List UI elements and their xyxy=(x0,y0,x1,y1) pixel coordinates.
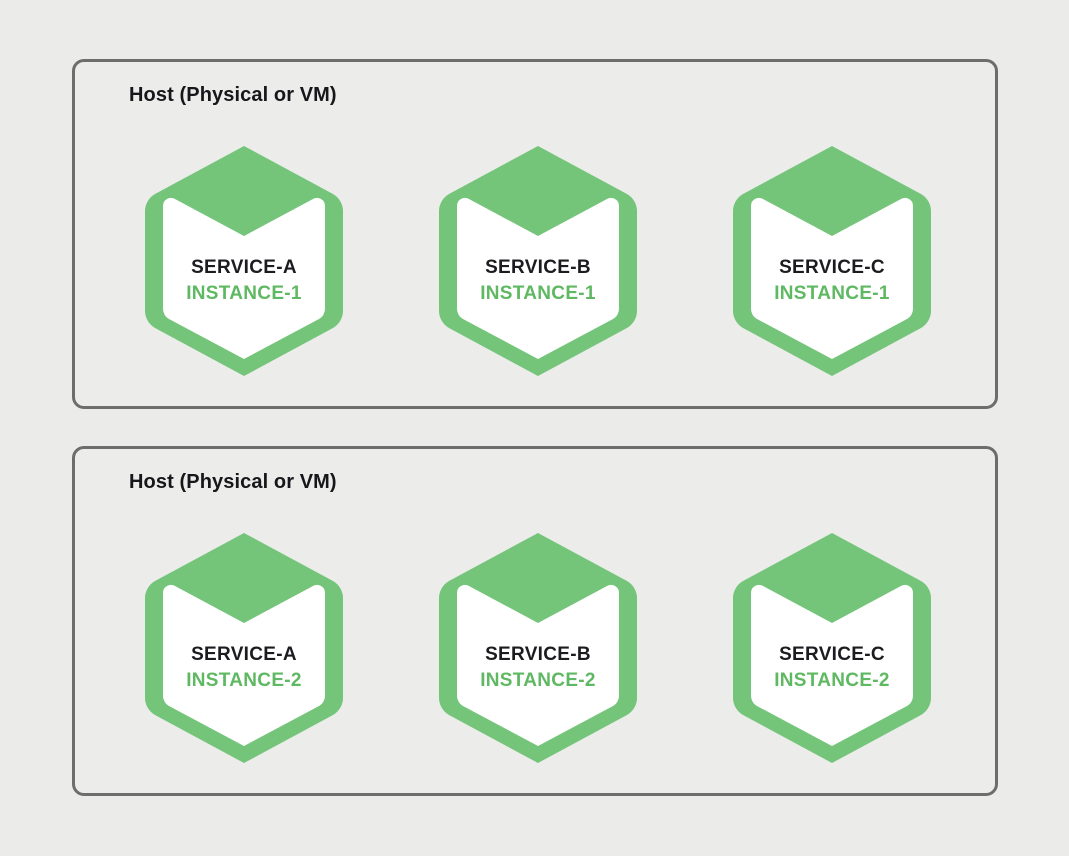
hexagon-box-icon xyxy=(438,533,638,763)
service-node[interactable]: SERVICE-C INSTANCE-2 xyxy=(721,527,943,769)
host-container-1: Host (Physical or VM) SERVICE-A INSTANCE… xyxy=(72,59,998,409)
service-node[interactable]: SERVICE-A INSTANCE-1 xyxy=(133,140,355,382)
hexagon-box-icon xyxy=(144,533,344,763)
hexagon-box-icon xyxy=(438,146,638,376)
host-title-2: Host (Physical or VM) xyxy=(129,471,337,493)
host-title-1: Host (Physical or VM) xyxy=(129,84,337,106)
service-node[interactable]: SERVICE-B INSTANCE-1 xyxy=(427,140,649,382)
service-node[interactable]: SERVICE-C INSTANCE-1 xyxy=(721,140,943,382)
host-container-2: Host (Physical or VM) SERVICE-A INSTANCE… xyxy=(72,446,998,796)
service-node[interactable]: SERVICE-B INSTANCE-2 xyxy=(427,527,649,769)
service-node[interactable]: SERVICE-A INSTANCE-2 xyxy=(133,527,355,769)
hexagon-box-icon xyxy=(732,533,932,763)
service-node-row-2: SERVICE-A INSTANCE-2 SERVICE-B INSTANCE-… xyxy=(133,527,943,769)
hexagon-box-icon xyxy=(144,146,344,376)
hexagon-box-icon xyxy=(732,146,932,376)
service-node-row-1: SERVICE-A INSTANCE-1 SERVICE-B INSTANCE-… xyxy=(133,140,943,382)
